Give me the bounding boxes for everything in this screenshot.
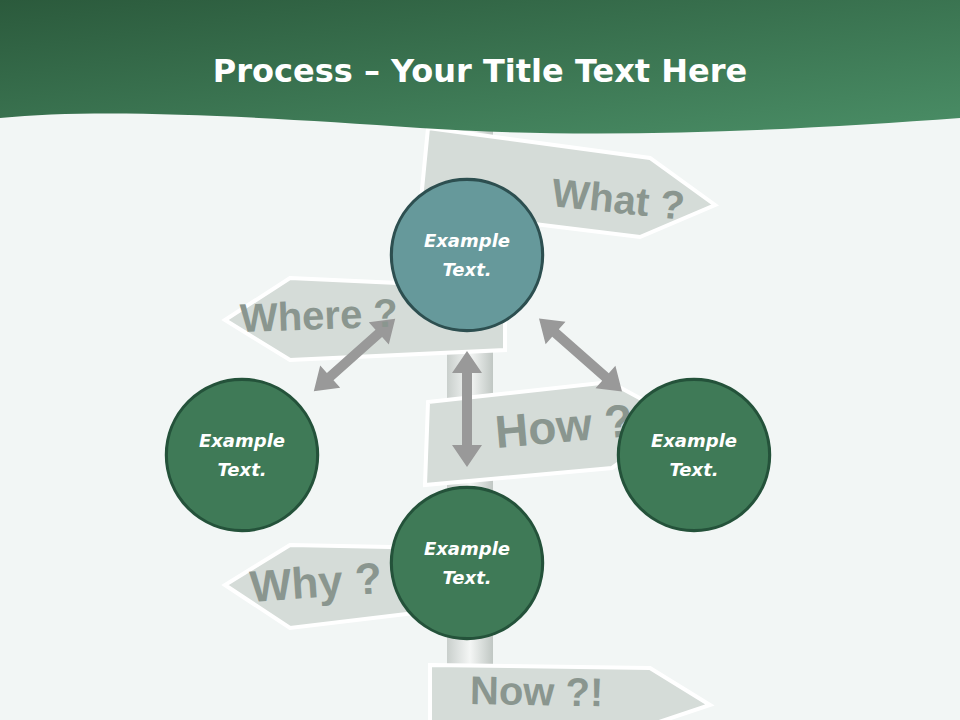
double-arrow: [539, 319, 622, 392]
node-label: Example Text.: [187, 426, 297, 484]
text-stack: Example Text.: [412, 226, 522, 284]
sign-text: Now ?!: [470, 668, 604, 715]
circle-outline: [164, 377, 320, 533]
double-arrow: [452, 351, 482, 467]
text-stack: Example Text.: [412, 534, 522, 592]
node-label: Example Text.: [412, 534, 522, 592]
process-circle: Example Text.: [164, 377, 320, 533]
node-label: Example Text.: [412, 226, 522, 284]
node-label: Example Text.: [639, 426, 749, 484]
text-stack: Example Text.: [639, 426, 749, 484]
process-circle: Example Text.: [389, 177, 545, 333]
circle-outline: [616, 377, 772, 533]
sign-text: Where ?: [239, 291, 398, 341]
circle-outline: [389, 177, 545, 333]
circle-outline: [389, 485, 545, 641]
process-circle: Example Text.: [389, 485, 545, 641]
header-band: [0, 0, 960, 133]
text-stack: Example Text.: [187, 426, 297, 484]
sign-text: Why ?: [248, 553, 383, 612]
title: Process – Your Title Text Here: [0, 52, 960, 90]
process-circle: Example Text.: [616, 377, 772, 533]
